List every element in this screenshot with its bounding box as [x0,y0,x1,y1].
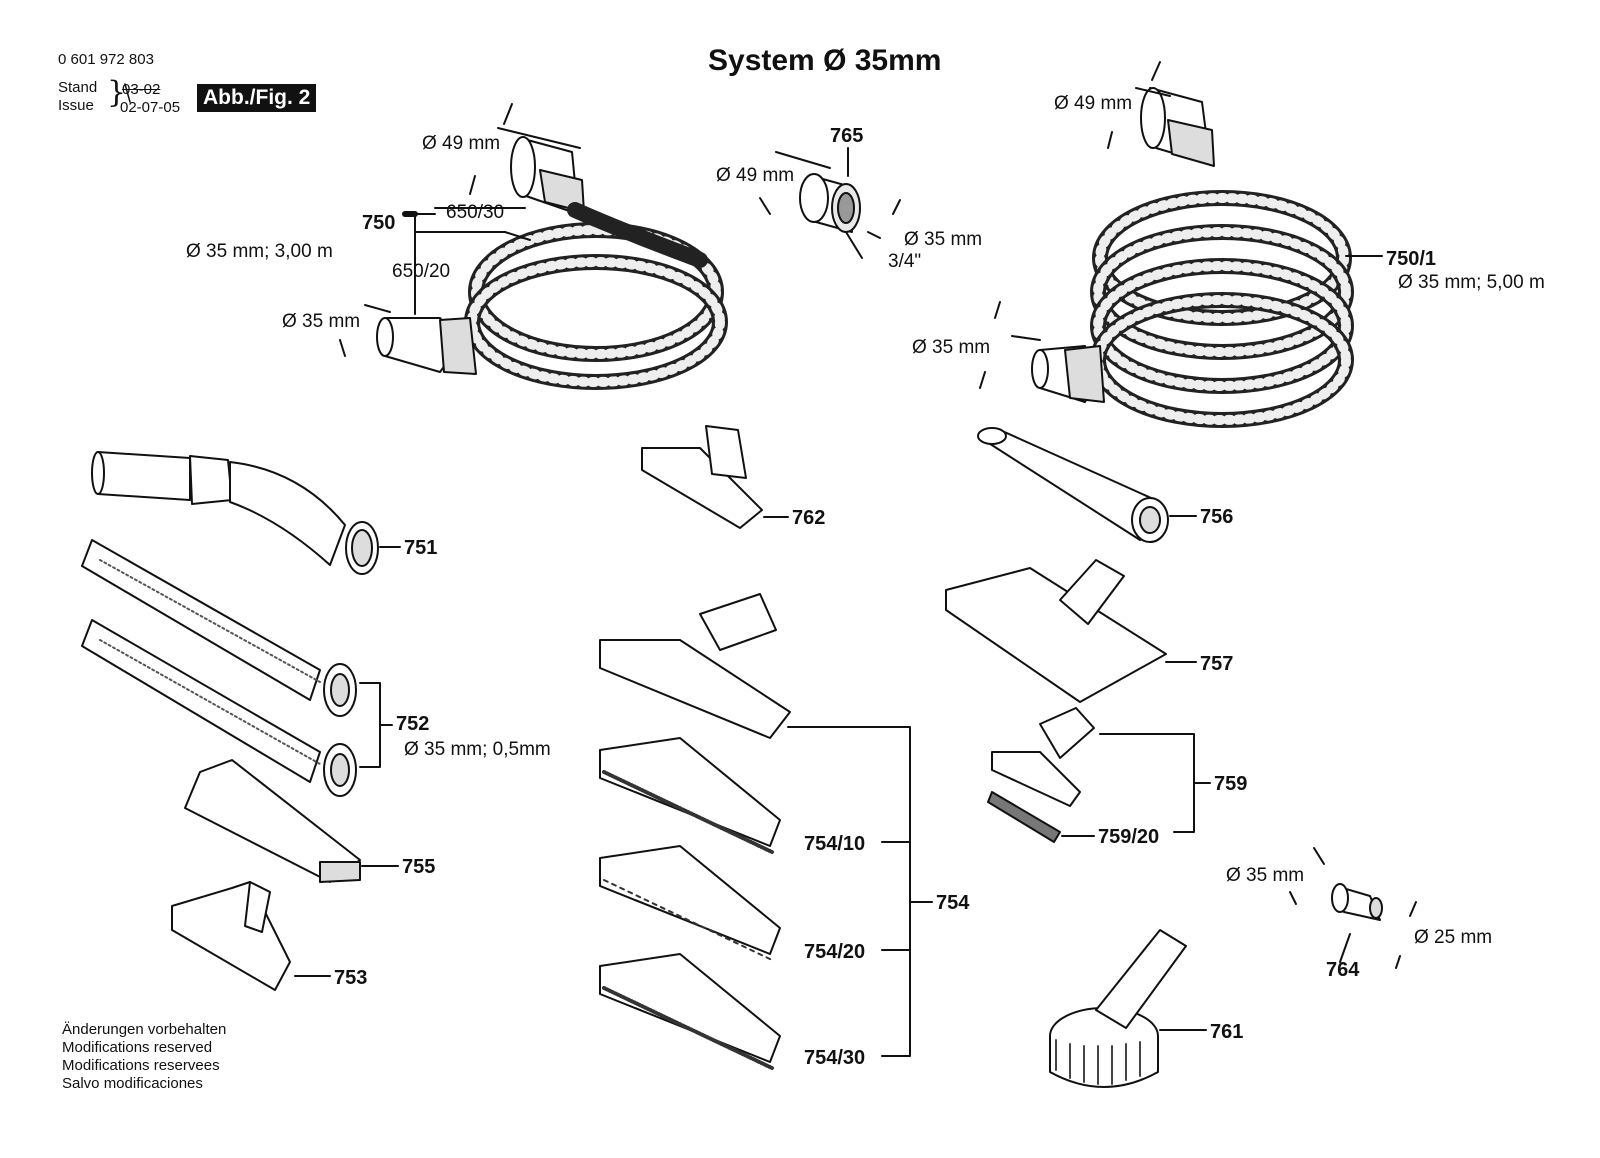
part-765-label: 765 [830,125,864,147]
part-757-label: 757 [1200,653,1234,675]
part-650-20-label: 650/20 [392,261,451,282]
brace-mark [124,83,131,103]
part-762-label: 762 [792,507,826,529]
part-754-30-label: 754/30 [804,1047,866,1069]
stand-label: Stand [58,79,98,96]
hose-750-spec: Ø 35 mm; 3,00 m [186,241,333,262]
adapter-765-d49-label: Ø 49 mm [716,165,795,186]
part-761-drawing [1049,929,1207,1088]
footer-note-es: Salvo modificaciones [62,1075,203,1092]
part-757-drawing [945,559,1197,703]
part-764-label: 764 [1326,959,1360,981]
hose-750-leaders [339,103,581,357]
adapter-765-thread-label: 3/4" [888,251,922,272]
part-750-label: 750 [362,212,396,234]
part-752-label: 752 [396,713,430,735]
part-751-drawing [91,451,401,575]
part-750-1-label: 750/1 [1386,248,1437,270]
part-762-drawing [641,425,789,529]
part-764-drawing [1289,847,1417,969]
footer-note-fr: Modifications reservees [62,1057,220,1074]
hose-750-1-drawing [1031,87,1354,428]
part-756-drawing [977,427,1197,543]
page-title: System Ø 35mm [708,44,942,77]
adapter-765-d35-label: Ø 35 mm [904,229,983,250]
part-754-drawing [599,593,933,1070]
hose-750-1-spec: Ø 35 mm; 5,00 m [1398,272,1545,293]
part-754-label: 754 [936,892,970,914]
brace-symbol: } [107,75,127,110]
part-764-d35-label: Ø 35 mm [1226,865,1305,886]
doc-number: 0 601 972 803 [58,51,154,68]
part-754-10-label: 754/10 [804,833,866,855]
stand-value: 03-02 [122,81,161,98]
hose-750-drawing [376,136,728,390]
part-752-drawing [81,539,393,797]
part-753-label: 753 [334,967,368,989]
part-759-label: 759 [1214,773,1248,795]
part-759-drawing [987,707,1211,843]
footer-note-en: Modifications reserved [62,1039,213,1056]
figure-badge: Abb./Fig. 2 [197,84,317,112]
hose-750-1-d49-label: Ø 49 mm [1054,93,1133,114]
part-755-drawing [184,759,399,883]
hose-750-d35-label: Ø 35 mm [282,311,361,332]
part-755-label: 755 [402,856,436,878]
part-759-20-label: 759/20 [1098,826,1160,848]
hose-750-d49-label: Ø 49 mm [422,133,501,154]
part-761-label: 761 [1210,1021,1244,1043]
hose-750-1-d35-label: Ø 35 mm [912,337,991,358]
part-756-label: 756 [1200,506,1234,528]
issue-value: 02-07-05 [120,99,181,116]
issue-label: Issue [58,97,94,114]
part-752-spec: Ø 35 mm; 0,5mm [404,739,551,760]
part-650-30-label: 650/30 [446,202,505,223]
hose-750-1-leaders [979,61,1383,389]
part-753-drawing [171,881,331,991]
part-764-d25-label: Ø 25 mm [1414,927,1493,948]
footer-note-de: Änderungen vorbehalten [62,1021,227,1038]
part-751-label: 751 [404,537,438,559]
adapter-765-drawing [759,147,901,259]
part-754-20-label: 754/20 [804,941,866,963]
